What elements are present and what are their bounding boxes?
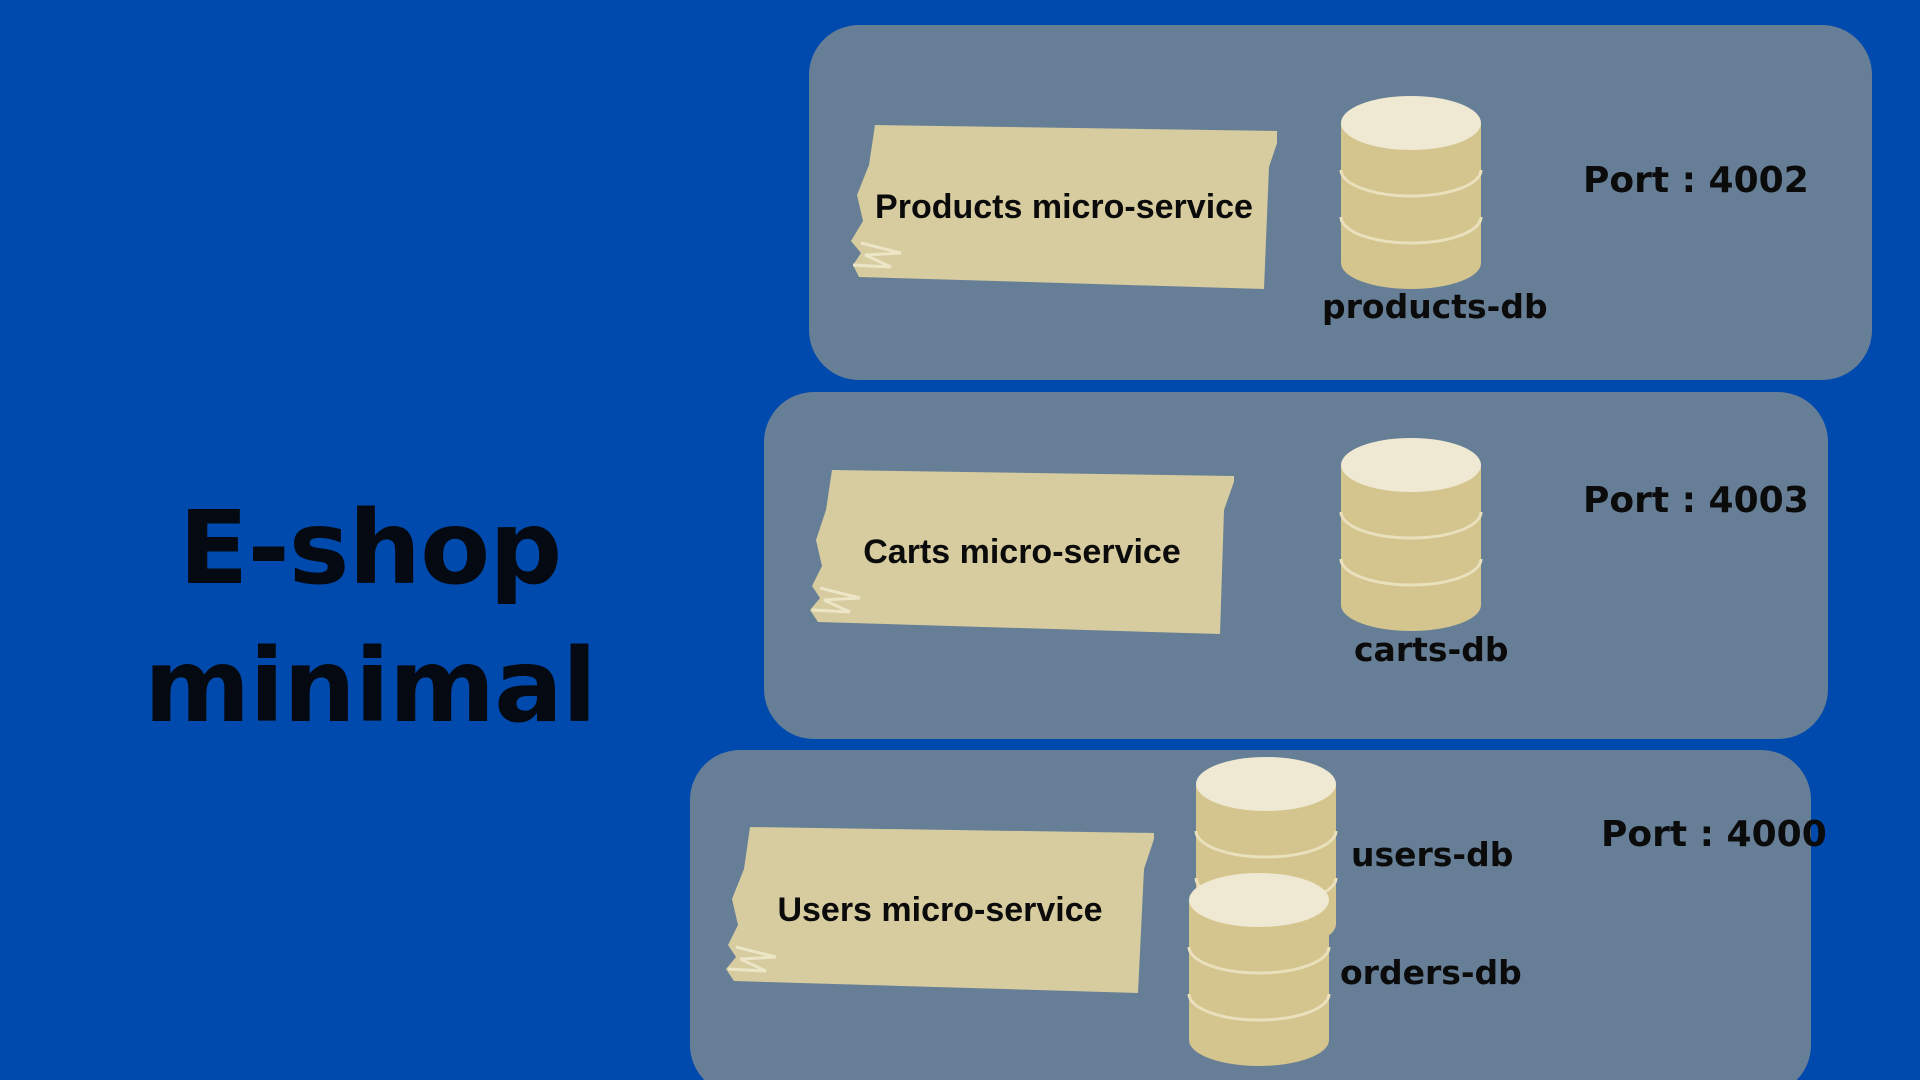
products-db-label: products-db xyxy=(1322,287,1548,326)
products-service-tape: Products micro-service xyxy=(851,125,1277,289)
users-db-label: users-db xyxy=(1351,835,1514,874)
products-service-panel: Products micro-service products-db Port … xyxy=(809,25,1872,380)
carts-db-icon xyxy=(1339,437,1483,633)
carts-port-label: Port : 4003 xyxy=(1583,480,1809,521)
carts-service-panel: Carts micro-service carts-db Port : 4003 xyxy=(764,392,1828,739)
tape-shape xyxy=(726,827,1154,993)
users-service-panel: Users micro-service users-db orders-db P… xyxy=(690,750,1827,1080)
products-service-label: Products micro-service xyxy=(875,187,1253,226)
tape-shape xyxy=(810,470,1234,634)
title-line-1: E-shop xyxy=(178,489,562,608)
products-port-label: Port : 4002 xyxy=(1583,160,1809,201)
orders-db-icon xyxy=(1187,872,1331,1068)
title-line-2: minimal xyxy=(144,627,597,746)
users-service-label: Users micro-service xyxy=(777,890,1103,929)
diagram-title: E-shop minimal xyxy=(90,480,650,756)
tape-shape xyxy=(851,125,1277,289)
orders-db-label: orders-db xyxy=(1340,953,1522,992)
carts-db-label: carts-db xyxy=(1354,630,1509,669)
carts-service-tape: Carts micro-service xyxy=(810,470,1234,634)
products-db-icon xyxy=(1339,95,1483,291)
users-service-tape: Users micro-service xyxy=(726,827,1154,993)
users-port-label: Port : 4000 xyxy=(1601,814,1827,855)
carts-service-label: Carts micro-service xyxy=(863,532,1181,571)
